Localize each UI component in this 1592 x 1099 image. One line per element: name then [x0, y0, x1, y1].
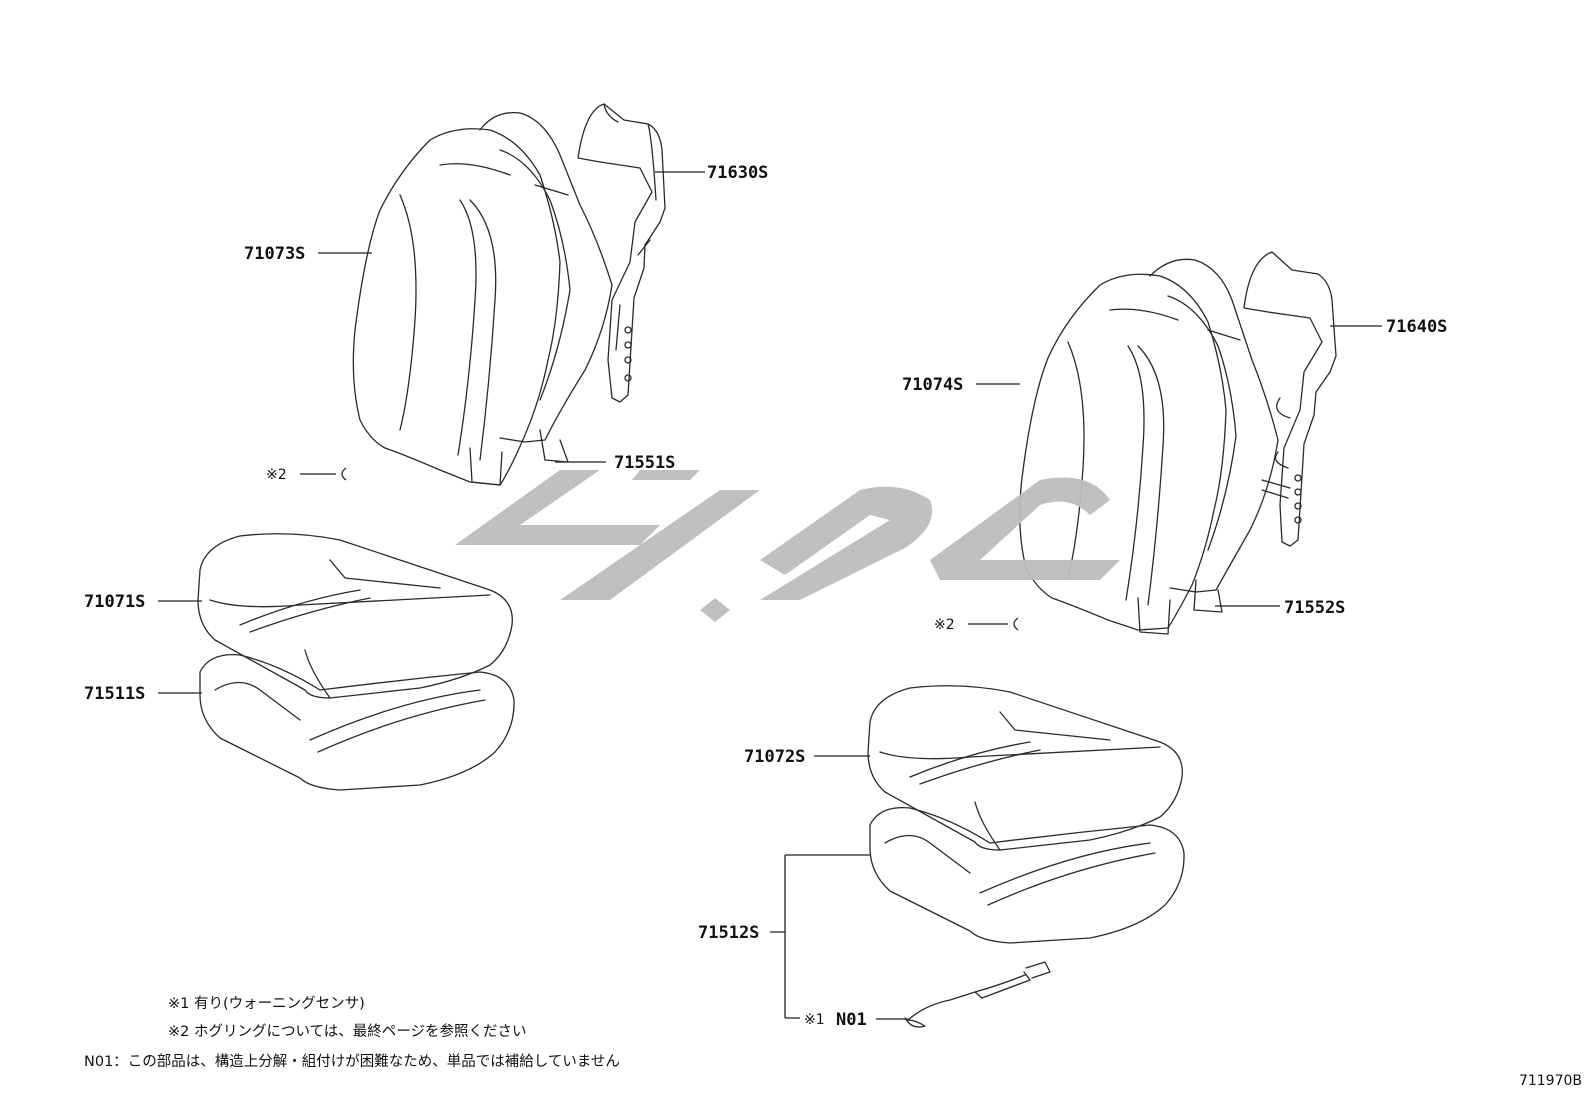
footnote-warning-sensor: ※1 有り(ウォーニングセンサ)	[168, 996, 365, 1012]
part-label-71551S[interactable]: 71551S	[614, 453, 675, 473]
warning-sensor-harness-drawing	[904, 961, 1051, 1028]
footnote-n01-not-supplied: N01：この部品は、構造上分解・組付けが困難なため、単品では補給していません	[84, 1054, 620, 1070]
right-cushion-cover-drawing	[867, 685, 1183, 851]
part-label-71074S[interactable]: 71074S	[902, 375, 963, 395]
part-label-71640S[interactable]: 71640S	[1386, 317, 1447, 337]
hog-ring-mark-right: ※2	[934, 617, 955, 633]
left-seatback-pad-drawing	[479, 111, 613, 463]
part-label-71071S[interactable]: 71071S	[84, 592, 145, 612]
left-seatback-cover-drawing	[352, 128, 561, 486]
figure-code: 711970B	[1518, 1073, 1582, 1089]
right-seatback-cover-drawing	[1019, 273, 1227, 635]
watermark-logo	[455, 470, 1120, 622]
part-label-71073S[interactable]: 71073S	[244, 244, 305, 264]
right-seatback-pad-drawing	[1149, 258, 1279, 613]
leader-lines	[158, 171, 1382, 1020]
footnote-hog-ring: ※2 ホグリングについては、最終ページを参照ください	[168, 1024, 527, 1040]
part-label-N01[interactable]: N01	[836, 1010, 867, 1030]
right-seatback-frame-drawing	[1243, 251, 1337, 547]
hog-ring-mark-left: ※2	[266, 467, 287, 483]
hog-ring-right-symbol	[1013, 617, 1019, 631]
left-seatback-frame-drawing	[577, 103, 666, 403]
sensor-mark-label: ※1	[804, 1012, 825, 1028]
part-label-71630S[interactable]: 71630S	[707, 163, 768, 183]
part-label-71512S[interactable]: 71512S	[698, 923, 759, 943]
part-label-71072S[interactable]: 71072S	[744, 747, 805, 767]
left-cushion-cover-drawing	[197, 533, 513, 699]
right-cushion-pad-drawing	[869, 806, 1185, 944]
part-label-71552S[interactable]: 71552S	[1284, 598, 1345, 618]
part-label-71511S[interactable]: 71511S	[84, 684, 145, 704]
hog-ring-left-symbol	[341, 467, 347, 481]
left-cushion-pad-drawing	[199, 653, 515, 791]
